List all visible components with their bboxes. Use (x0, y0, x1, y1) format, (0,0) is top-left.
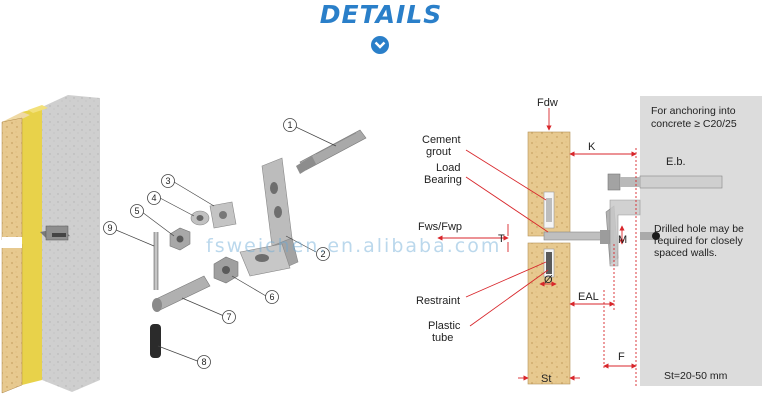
callout-circle-7 (222, 310, 236, 324)
technical-drawing: Fdw Cement grout Load Bearing Fws/Fwp Re… (416, 96, 762, 388)
label-m: M (618, 234, 627, 246)
part-nut-large (213, 256, 239, 284)
part-number-6: 6 (269, 292, 274, 302)
part-nut (169, 227, 191, 251)
part-number-1: 1 (287, 120, 292, 130)
wall-section-illustration (1, 95, 100, 394)
callout-circle-1 (283, 118, 297, 132)
callout-circle-3 (161, 174, 175, 188)
part-angle-bracket (239, 157, 299, 277)
callout-circle-9 (103, 221, 117, 235)
part-anchor-bolt (296, 129, 367, 174)
label-load-bearing-2: Bearing (424, 174, 462, 186)
label-t: T (498, 233, 505, 245)
st-range-note: St=20-50 mm (664, 370, 728, 382)
part-number-8: 8 (201, 357, 206, 367)
part-number-2: 2 (320, 249, 325, 259)
part-number-3: 3 (165, 176, 170, 186)
part-number-9: 9 (107, 223, 112, 233)
part-round-washer (190, 210, 210, 226)
label-cement-grout-2: grout (426, 146, 451, 158)
chevron-down-icon[interactable] (370, 35, 390, 55)
callout-circle-8 (197, 355, 211, 369)
label-f: F (618, 351, 625, 363)
concrete-wall (640, 96, 762, 386)
part-expansion-sleeve (152, 275, 211, 312)
anchoring-note-1: For anchoring into (651, 105, 736, 117)
page-title: DETAILS (319, 0, 443, 29)
watermark-text: fsweichen.en.alibaba.com (206, 235, 501, 257)
part-plastic-tube (150, 324, 161, 358)
label-fdw: Fdw (537, 97, 558, 109)
exploded-parts: 1 2 3 4 5 6 7 8 9 (103, 118, 367, 369)
drilled-note-1: Drilled hole may be (654, 223, 744, 235)
label-k: K (588, 141, 596, 153)
part-number-4: 4 (151, 193, 156, 203)
label-load-bearing-1: Load (436, 162, 460, 174)
drilled-note-3: spaced walls. (654, 247, 717, 259)
anchoring-note-2: concrete ≥ C20/25 (651, 118, 737, 130)
drilled-note-2: required for closely (654, 235, 743, 247)
part-callouts (115, 126, 337, 363)
callout-circle-2 (316, 247, 330, 261)
label-restraint: Restraint (416, 295, 460, 307)
callout-circle-6 (265, 290, 279, 304)
part-number-7: 7 (226, 312, 231, 322)
label-st: St (541, 373, 551, 385)
label-eb: E.b. (666, 156, 686, 168)
label-diameter: Ø (544, 274, 553, 286)
label-eal: EAL (578, 291, 599, 303)
label-cement-grout-1: Cement (422, 134, 461, 146)
callout-circle-5 (130, 204, 144, 218)
label-plastic-tube-1: Plastic (428, 320, 461, 332)
part-number-5: 5 (134, 206, 139, 216)
label-plastic-tube-2: tube (432, 332, 453, 344)
anchor-bolt (639, 175, 723, 189)
label-fws-fwp: Fws/Fwp (418, 221, 462, 233)
callout-circle-4 (147, 191, 161, 205)
